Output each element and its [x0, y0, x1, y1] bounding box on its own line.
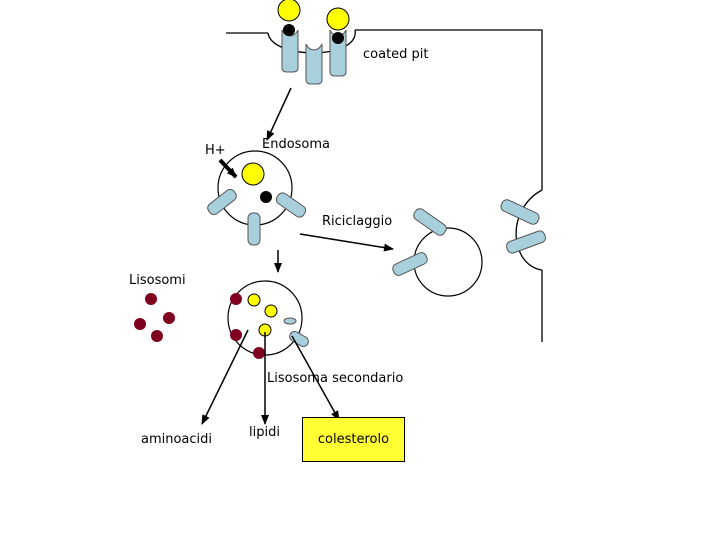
label-lipidi: lipidi — [249, 425, 280, 440]
colesterolo-box: colesterolo — [302, 417, 405, 462]
arrow-colesterolo — [291, 335, 340, 421]
label-riciclaggio: Riciclaggio — [322, 214, 393, 229]
endosome-ldl — [241, 162, 265, 186]
endosome-receptors — [207, 188, 307, 246]
label-colesterolo: colesterolo — [317, 432, 390, 447]
label-lisosomi: Lisosomi — [129, 273, 186, 288]
cell-membrane — [226, 29, 543, 342]
label-aminoacidi: aminoacidi — [141, 432, 213, 447]
endosome-receptor-ligand — [260, 191, 272, 203]
lysosomes — [134, 293, 175, 342]
recycling-receptors — [392, 208, 447, 276]
coated-pit-ldl — [277, 0, 350, 44]
membrane-receptors — [500, 199, 546, 254]
arrow-aminoacidi — [201, 329, 249, 425]
secondary-lysosome-contents — [230, 293, 309, 359]
label-coated-pit: coated pit — [363, 47, 429, 62]
arrow-recycling — [299, 233, 394, 252]
proton-arrow — [218, 158, 238, 179]
membrane-fusion-curve — [515, 189, 543, 271]
label-h-plus: H+ — [205, 143, 226, 158]
label-endosoma: Endosoma — [262, 137, 331, 152]
label-lisosoma-secondario: Lisosoma secondario — [267, 371, 404, 386]
arrow-to-endosome — [266, 87, 292, 141]
